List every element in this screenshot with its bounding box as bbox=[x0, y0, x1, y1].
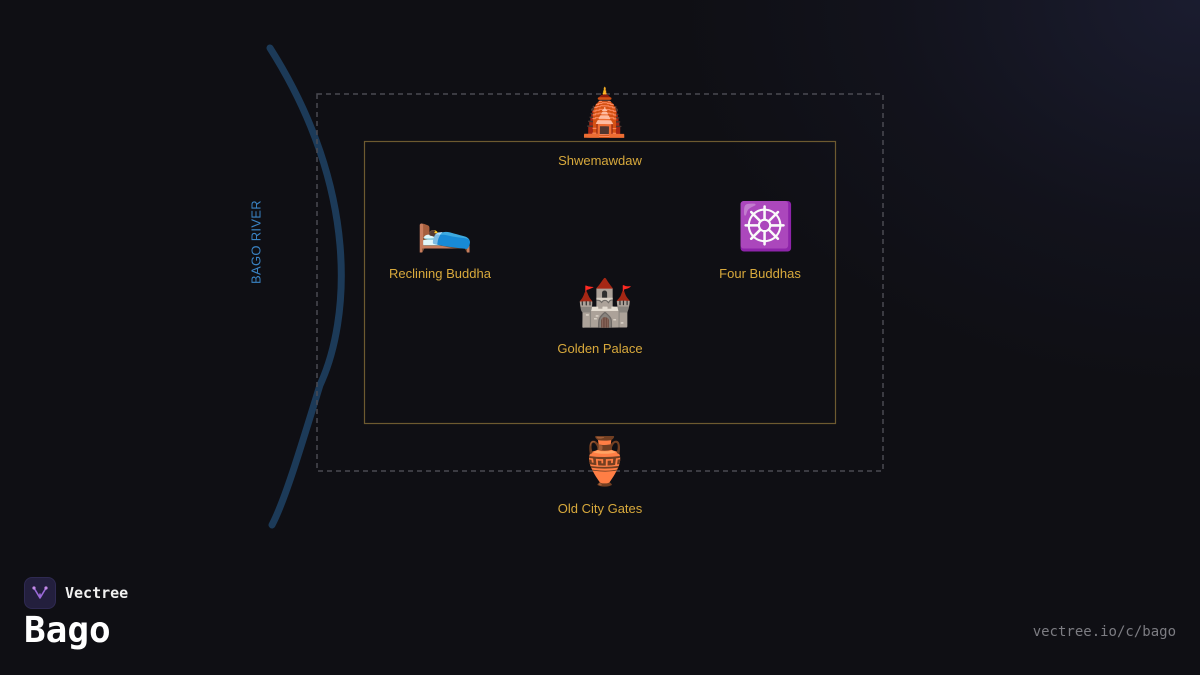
brand[interactable]: Vectree bbox=[24, 577, 128, 609]
person-in-bed-icon[interactable]: 🛌 bbox=[416, 201, 474, 253]
site-label-shwemawdaw: Shwemawdaw bbox=[558, 153, 642, 168]
site-label-old-city-gates: Old City Gates bbox=[557, 501, 643, 516]
inner-city-wall bbox=[363, 140, 837, 425]
amphora-icon[interactable]: 🏺 bbox=[576, 435, 634, 487]
vectree-logo-icon bbox=[24, 577, 56, 609]
dharma-wheel-icon[interactable]: ☸️ bbox=[737, 200, 795, 252]
source-url[interactable]: vectree.io/c/bago bbox=[1032, 624, 1176, 640]
pagoda-icon[interactable]: 🛕 bbox=[576, 86, 634, 138]
site-label-golden-palace: Golden Palace bbox=[557, 341, 643, 356]
outer-city-wall bbox=[316, 93, 884, 472]
brand-name: Vectree bbox=[65, 584, 129, 602]
bago-river bbox=[266, 44, 345, 529]
page-title: Bago bbox=[24, 610, 111, 651]
river-label: BAGO RIVER bbox=[248, 200, 264, 284]
site-label-reclining-buddha: Reclining Buddha bbox=[389, 266, 491, 281]
site-label-four-buddhas: Four Buddhas bbox=[719, 266, 801, 281]
castle-icon[interactable]: 🏰 bbox=[576, 276, 634, 328]
